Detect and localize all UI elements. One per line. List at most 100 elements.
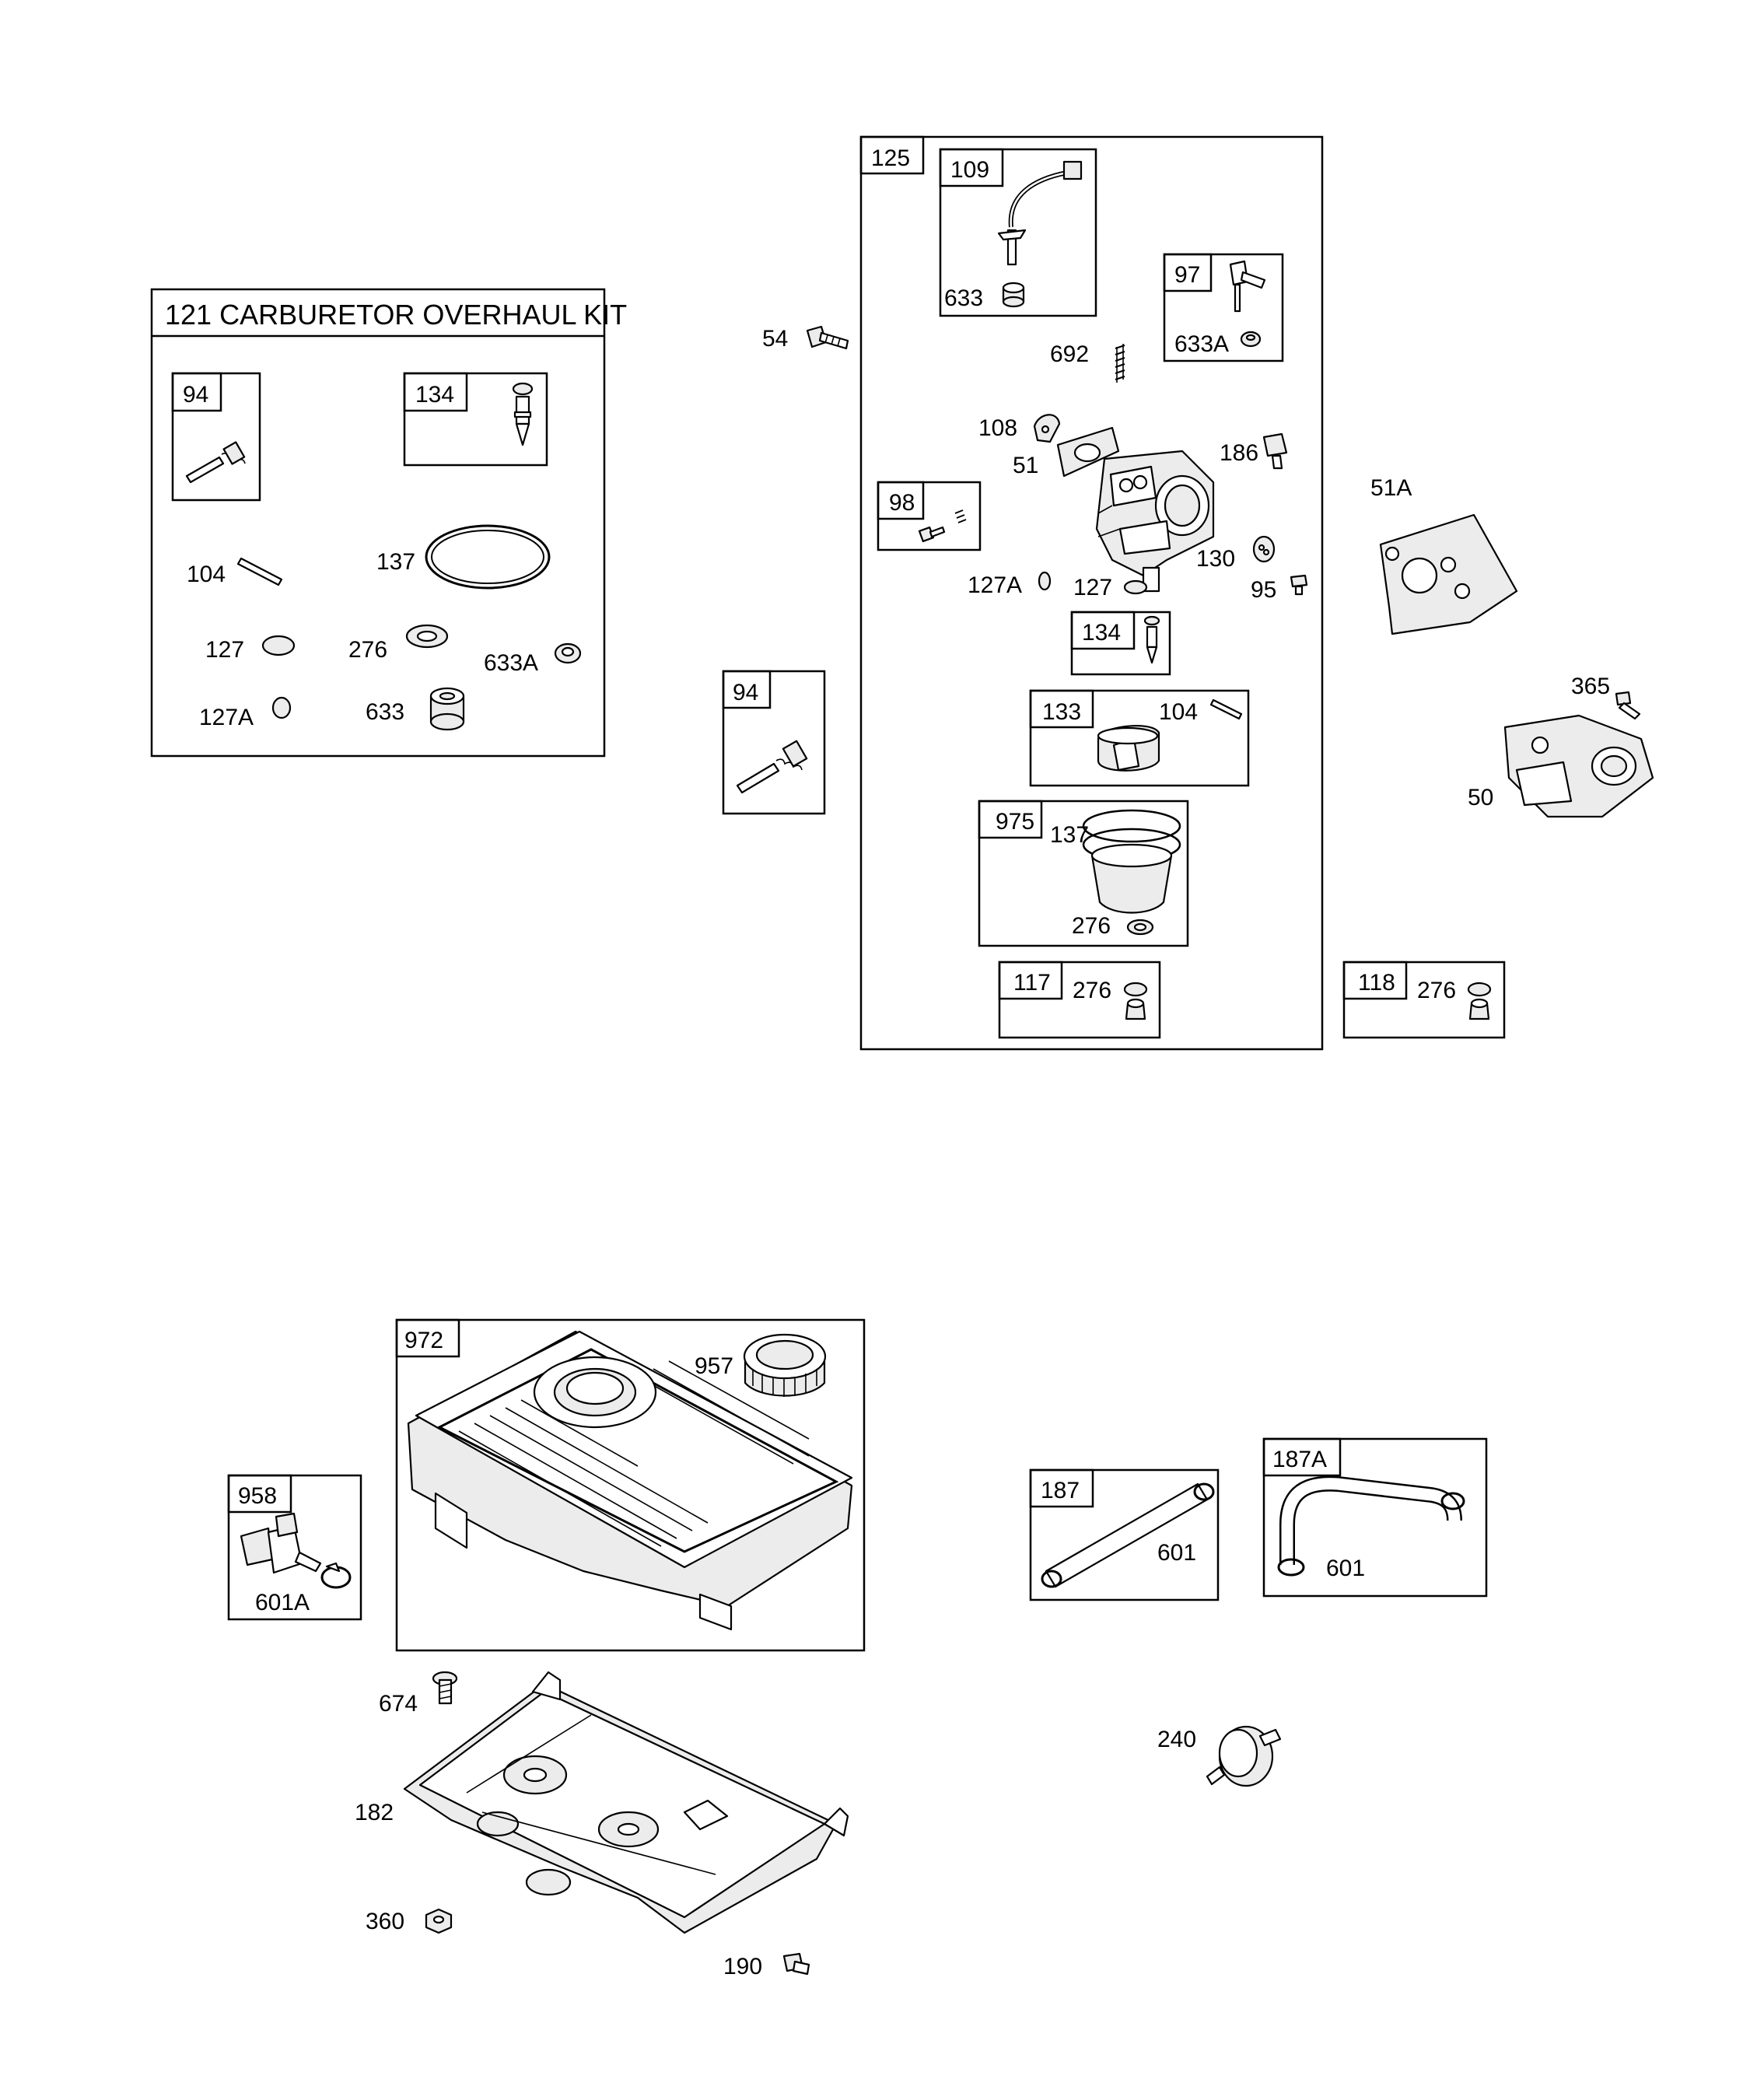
label-133: 133 — [1042, 699, 1081, 725]
fuel-line-187-icon — [1041, 1482, 1215, 1588]
kit-label-633: 633 — [366, 699, 404, 725]
label-692: 692 — [1050, 341, 1089, 367]
idle-screw-icon — [918, 509, 967, 543]
label-118: 118 — [1358, 970, 1395, 996]
label-133-104: 104 — [1159, 699, 1198, 725]
side-parts-left: 54 94 — [722, 325, 849, 815]
label-97: 97 — [1174, 262, 1200, 288]
label-118-276: 276 — [1417, 978, 1456, 1003]
inlet-needle-icon — [512, 382, 534, 446]
carburetor-overhaul-kit: 121 CARBURETOR OVERHAUL KIT 94 134 104 1… — [150, 288, 627, 758]
label-190: 190 — [723, 1954, 762, 1979]
plate-108-icon — [1033, 414, 1061, 443]
label-109: 109 — [950, 157, 989, 183]
welch-plug-icon — [1123, 579, 1148, 595]
bowl-nut-icon — [1467, 982, 1492, 1020]
screw-95-icon — [1290, 574, 1308, 596]
label-117: 117 — [1013, 970, 1051, 996]
float-bowl-icon — [1082, 809, 1181, 914]
box-975 — [978, 800, 1189, 947]
label-187-601: 601 — [1157, 1540, 1196, 1566]
fuel-tank-group: 972 957 958 — [227, 1318, 866, 1652]
fuel-line-187A-icon — [1277, 1475, 1465, 1577]
spring-692-icon — [1115, 344, 1125, 383]
box-94 — [722, 670, 826, 815]
seal-icon — [1240, 331, 1262, 348]
label-187A-601: 601 — [1326, 1556, 1365, 1581]
seal-icon — [554, 642, 582, 664]
needle-screw-icon — [185, 441, 246, 484]
kit-label-127: 127 — [205, 637, 244, 663]
label-958-601A: 601A — [255, 1590, 310, 1615]
label-187: 187 — [1041, 1478, 1080, 1503]
disc-130-icon — [1252, 535, 1276, 563]
label-95: 95 — [1251, 577, 1276, 603]
box-133 — [1029, 689, 1250, 787]
side-parts-right: 51A 365 50 118 276 — [1342, 475, 1654, 1039]
label-94: 94 — [733, 680, 758, 705]
bracket-group: 674 182 360 190 — [355, 1671, 849, 1979]
bushing-icon — [429, 687, 465, 731]
gasket-51A-icon — [1379, 513, 1518, 635]
o-ring-icon — [425, 524, 551, 590]
label-98: 98 — [889, 490, 915, 516]
box-109 — [939, 148, 1097, 317]
small-plug-icon — [271, 696, 292, 719]
gasket-51-icon — [1056, 426, 1120, 478]
screw-190-icon — [782, 1952, 810, 1976]
label-109-633: 633 — [944, 285, 983, 311]
welch-plug-icon — [261, 635, 296, 656]
kit-frame — [150, 288, 606, 758]
label-365: 365 — [1571, 674, 1610, 699]
kit-label-94: 94 — [183, 382, 208, 408]
fuel-cap-icon — [743, 1333, 827, 1397]
label-972: 972 — [404, 1328, 443, 1353]
box-187A — [1262, 1437, 1488, 1598]
box-187 — [1029, 1468, 1220, 1601]
nut-360-icon — [425, 1908, 453, 1934]
pin-icon — [236, 557, 283, 586]
box-125 — [859, 135, 1324, 1051]
kit-label-276: 276 — [348, 637, 387, 663]
carburetor-assembly-125: 125 109 633 97 633A — [859, 135, 1324, 1051]
shutoff-valve-icon — [240, 1512, 322, 1574]
label-975-276: 276 — [1072, 913, 1111, 939]
label-127: 127 — [1073, 575, 1112, 600]
label-108: 108 — [978, 415, 1017, 441]
washer-icon — [1126, 919, 1154, 936]
label-187A: 187A — [1272, 1447, 1327, 1472]
label-127A: 127A — [968, 572, 1022, 598]
kit-label-134: 134 — [415, 382, 454, 408]
kit-title: 121 CARBURETOR OVERHAUL KIT — [165, 299, 627, 331]
label-957: 957 — [695, 1353, 733, 1379]
label-975: 975 — [996, 809, 1034, 835]
choke-shaft-icon — [1229, 260, 1266, 313]
label-360: 360 — [366, 1909, 404, 1934]
label-674: 674 — [379, 1691, 418, 1717]
box-958 — [227, 1474, 362, 1621]
label-958: 958 — [238, 1483, 277, 1509]
label-130: 130 — [1196, 546, 1235, 572]
kit-label-127A: 127A — [199, 705, 254, 730]
float-icon — [1097, 725, 1160, 772]
screw-674-icon — [432, 1671, 458, 1705]
label-134: 134 — [1082, 620, 1121, 646]
washer-icon — [405, 624, 449, 649]
label-50: 50 — [1468, 785, 1493, 810]
spacer-50-icon — [1503, 714, 1654, 818]
label-54: 54 — [762, 326, 788, 352]
label-51A: 51A — [1370, 475, 1412, 501]
pin-icon — [1209, 698, 1243, 720]
fuel-lines-group: 187 601 187A 601 240 — [1029, 1437, 1488, 1787]
kit-box-134 — [403, 372, 548, 467]
kit-label-104: 104 — [187, 562, 226, 587]
throttle-shaft-icon — [997, 160, 1083, 266]
box-972 — [395, 1318, 866, 1652]
clamp-icon — [320, 1562, 352, 1589]
small-plug-icon — [1038, 571, 1052, 591]
box-117 — [998, 961, 1161, 1039]
box-118 — [1342, 961, 1506, 1039]
label-51: 51 — [1013, 453, 1038, 478]
label-97-633A: 633A — [1174, 331, 1229, 357]
